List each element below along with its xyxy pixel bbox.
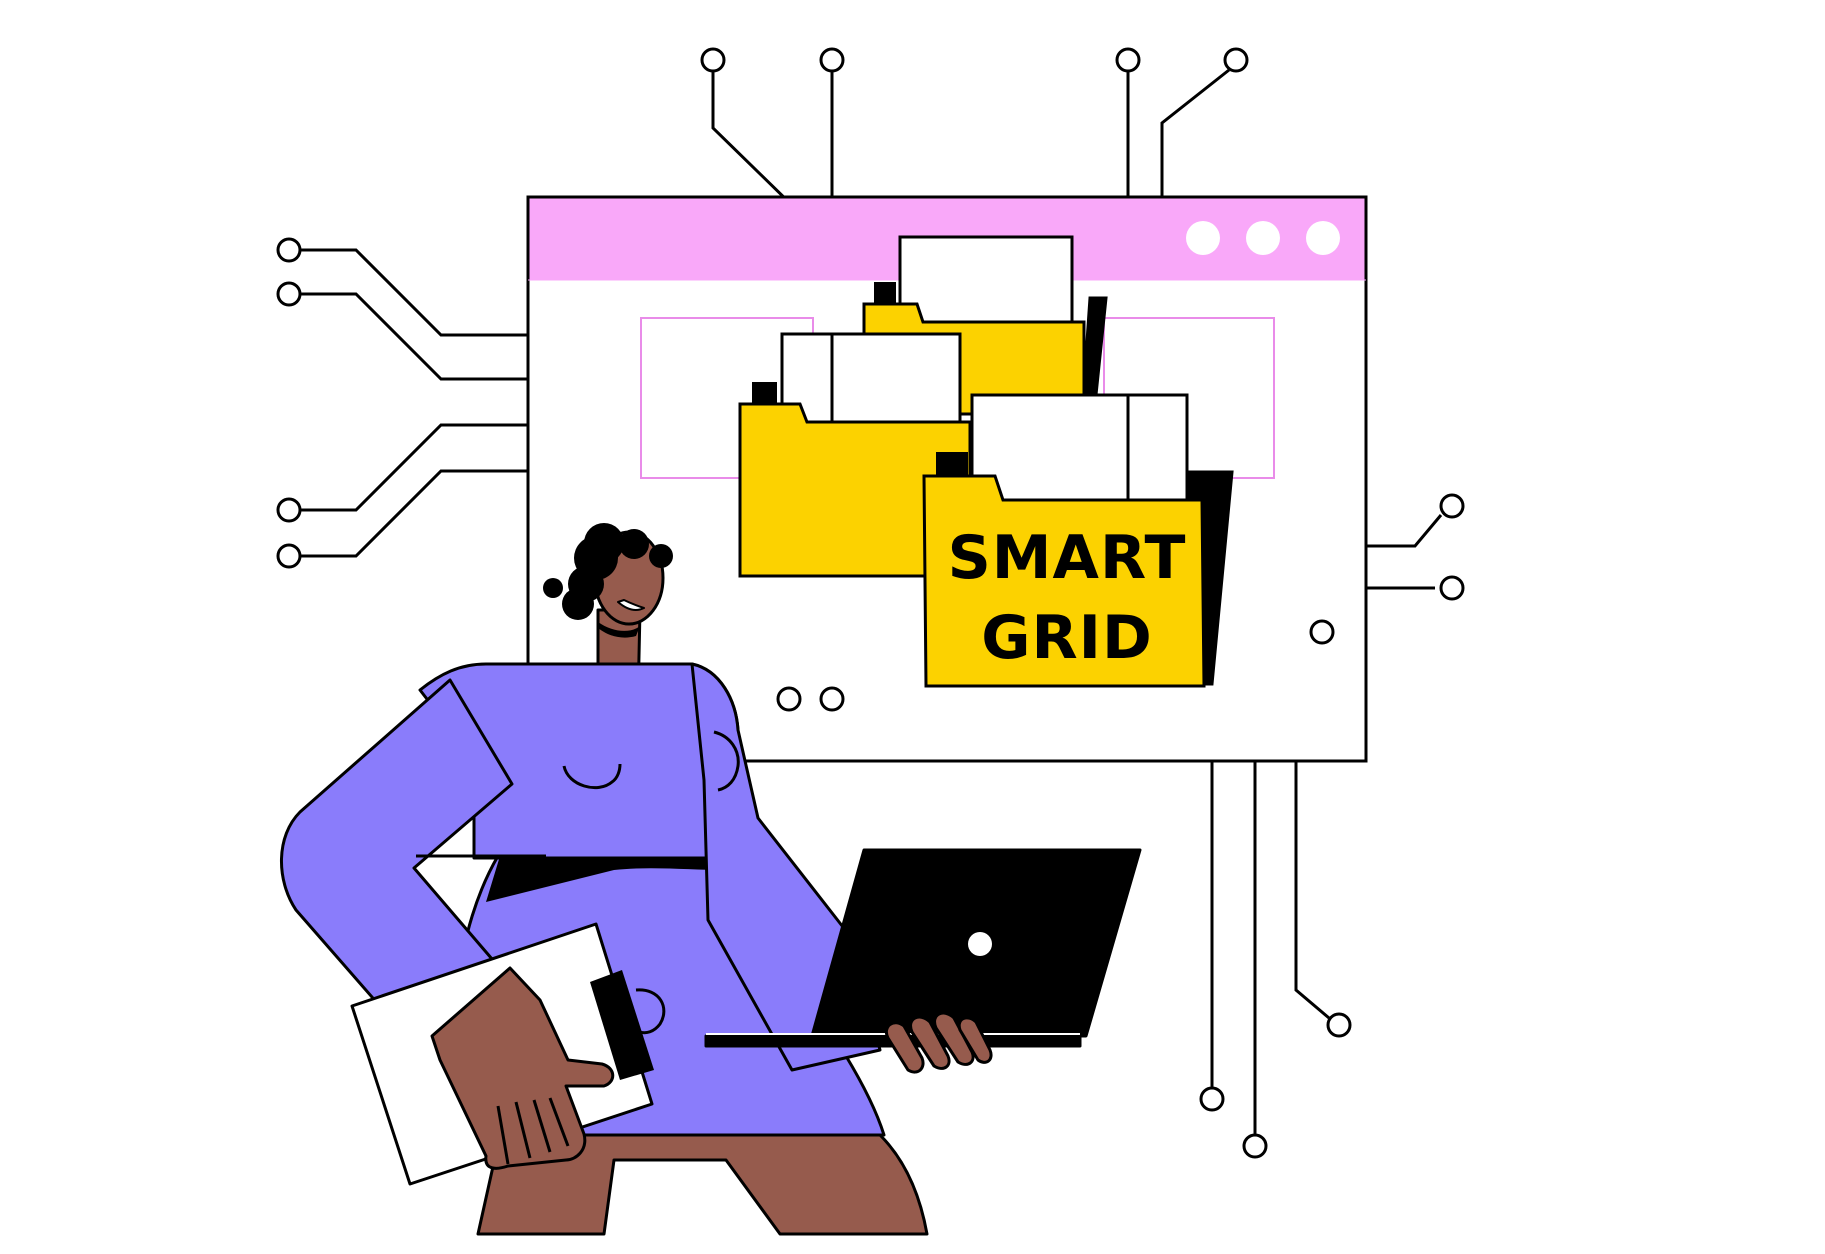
circle-node-icon <box>1199 1086 1225 1112</box>
circuit-nodes <box>276 47 1465 1159</box>
circle-node-icon <box>1309 619 1335 645</box>
circle-node-icon <box>276 237 302 263</box>
circuit-line-left-1 <box>300 248 528 337</box>
folder-back <box>862 235 1108 416</box>
person-hair <box>543 523 673 620</box>
circuit-line-left-4 <box>300 469 528 558</box>
folder-label-line1: SMART <box>948 523 1187 593</box>
dot-icon <box>1306 221 1340 255</box>
circle-node-icon <box>1439 575 1465 601</box>
circuit-line-left-2 <box>300 292 528 381</box>
circle-node-icon <box>700 47 726 73</box>
circle-node-icon <box>1326 1012 1352 1038</box>
circle-node-icon <box>276 497 302 523</box>
circle-node-icon <box>276 281 302 307</box>
folder-front <box>922 393 1234 688</box>
dot-icon <box>1186 221 1220 255</box>
folder-middle <box>738 332 972 578</box>
person-legs <box>476 1133 929 1236</box>
webcam-icon <box>968 932 992 956</box>
person-mouth <box>617 599 645 611</box>
circle-node-icon <box>819 47 845 73</box>
person-hand-left <box>430 966 615 1170</box>
person-hand-right <box>885 1011 993 1074</box>
circle-node-icon <box>819 686 845 712</box>
person <box>280 523 1142 1236</box>
circle-node-icon <box>1115 47 1141 73</box>
circle-node-icon <box>276 543 302 569</box>
circuit-line-bottom-3 <box>1294 762 1330 1020</box>
folder-label-line2: GRID <box>981 603 1153 673</box>
circuit-line-left-3 <box>300 423 528 512</box>
circle-node-icon <box>776 686 802 712</box>
circle-node-icon <box>1242 1133 1268 1159</box>
dot-icon <box>1246 221 1280 255</box>
circle-node-icon <box>1439 493 1465 519</box>
circle-node-icon <box>1223 47 1249 73</box>
